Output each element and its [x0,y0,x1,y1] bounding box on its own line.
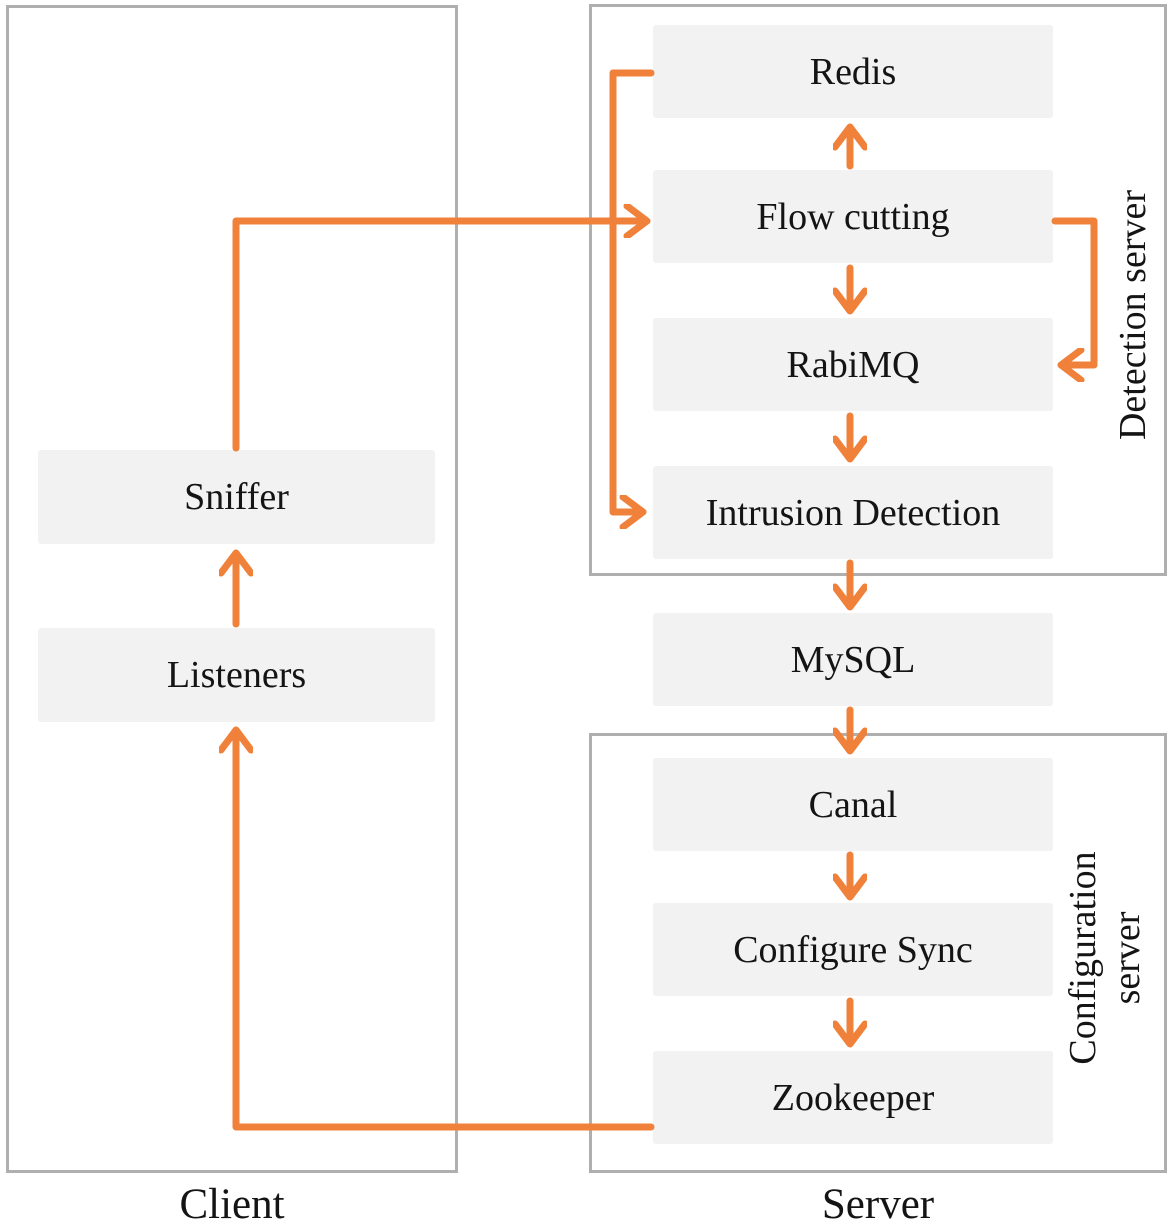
node-zookeeper: Zookeeper [653,1051,1053,1144]
configuration-server-label: Configuration server [1061,808,1149,1108]
client-panel [6,5,458,1173]
node-canal: Canal [653,758,1053,851]
node-flow-cutting: Flow cutting [653,170,1053,263]
client-label: Client [179,1181,285,1226]
node-mysql: MySQL [653,613,1053,706]
server-label: Server [821,1181,935,1226]
node-redis: Redis [653,25,1053,118]
node-rabimq: RabiMQ [653,318,1053,411]
node-listeners: Listeners [38,628,435,722]
node-sniffer: Sniffer [38,450,435,544]
configuration-server-label-line2: server [1106,911,1148,1005]
node-configure-sync: Configure Sync [653,903,1053,996]
detection-server-label: Detection server [1112,189,1154,441]
configuration-server-label-line1: Configuration [1062,851,1104,1065]
node-intrusion-detection: Intrusion Detection [653,466,1053,559]
